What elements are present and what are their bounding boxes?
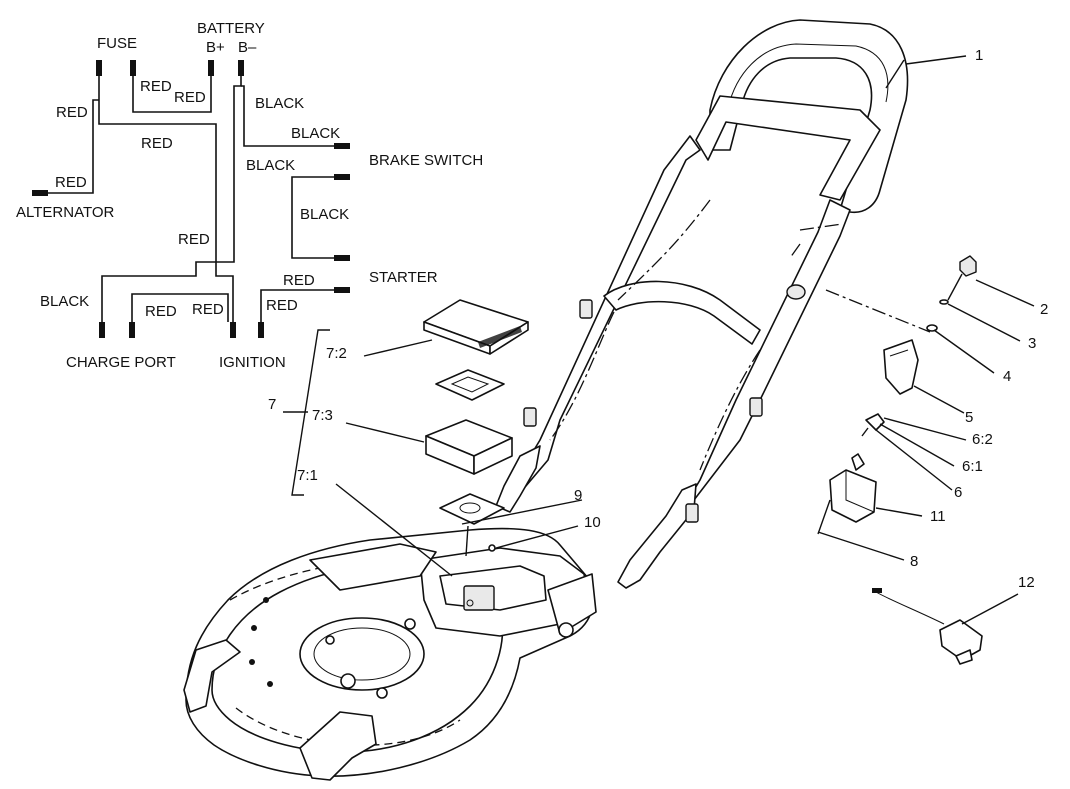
wiring-schematic: FUSE BATTERY B+ B– BRAKE SWITCH STARTER … xyxy=(16,20,483,371)
key-and-charger-parts xyxy=(789,223,983,665)
battery-pos-label: B+ xyxy=(206,39,225,56)
mower-deck xyxy=(183,527,597,781)
battery-assembly xyxy=(423,299,529,525)
wire-label: RED xyxy=(140,78,172,95)
ignition-label: IGNITION xyxy=(219,354,286,371)
callout-7-2: 7:2 xyxy=(326,345,347,362)
wire-connectors xyxy=(32,60,350,338)
component-labels: FUSE BATTERY B+ B– BRAKE SWITCH STARTER … xyxy=(16,20,483,371)
battery-neg-label: B– xyxy=(238,39,257,56)
callout-6-2: 6:2 xyxy=(972,431,993,448)
callout-7: 7 xyxy=(268,396,276,413)
wire-label: BLACK xyxy=(291,125,340,142)
wire-label: RED xyxy=(266,297,298,314)
wire-label: BLACK xyxy=(255,95,304,112)
battery-label: BATTERY xyxy=(197,20,265,37)
callout-10: 10 xyxy=(584,514,601,531)
wire-label: BLACK xyxy=(246,157,295,174)
callout-7-3: 7:3 xyxy=(312,407,333,424)
wire-label: RED xyxy=(56,104,88,121)
callout-2: 2 xyxy=(1040,301,1048,318)
wire-paths xyxy=(48,76,334,322)
callout-5: 5 xyxy=(965,409,973,426)
mower-handle xyxy=(495,19,909,589)
wire-label: RED xyxy=(283,272,315,289)
starter-label: STARTER xyxy=(369,269,438,286)
wire-label: RED xyxy=(145,303,177,320)
brake-switch-label: BRAKE SWITCH xyxy=(369,152,483,169)
wire-label: RED xyxy=(141,135,173,152)
charge-port-label: CHARGE PORT xyxy=(66,354,176,371)
wire-label: RED xyxy=(55,174,87,191)
alternator-label: ALTERNATOR xyxy=(16,204,115,221)
callout-8: 8 xyxy=(910,553,918,570)
wire-label: RED xyxy=(178,231,210,248)
callout-12: 12 xyxy=(1018,574,1035,591)
wire-label: RED xyxy=(174,89,206,106)
callout-1: 1 xyxy=(975,47,983,64)
callout-6-1: 6:1 xyxy=(962,458,983,475)
fuse-label: FUSE xyxy=(97,35,137,52)
callout-7-1: 7:1 xyxy=(297,467,318,484)
callout-3: 3 xyxy=(1028,335,1036,352)
callout-labels: 1 2 3 4 5 6:2 6:1 6 7 7:2 7:3 7:1 8 9 10… xyxy=(268,47,1048,591)
callout-9: 9 xyxy=(574,487,582,504)
leader-lines xyxy=(283,55,1035,625)
callout-4: 4 xyxy=(1003,368,1011,385)
wire-color-labels: RED RED RED RED RED RED BLACK BLACK BLAC… xyxy=(40,78,349,320)
wire-label: BLACK xyxy=(40,293,89,310)
callout-6: 6 xyxy=(954,484,962,501)
wire-label: RED xyxy=(192,301,224,318)
wire-label: BLACK xyxy=(300,206,349,223)
callout-11: 11 xyxy=(930,508,946,525)
